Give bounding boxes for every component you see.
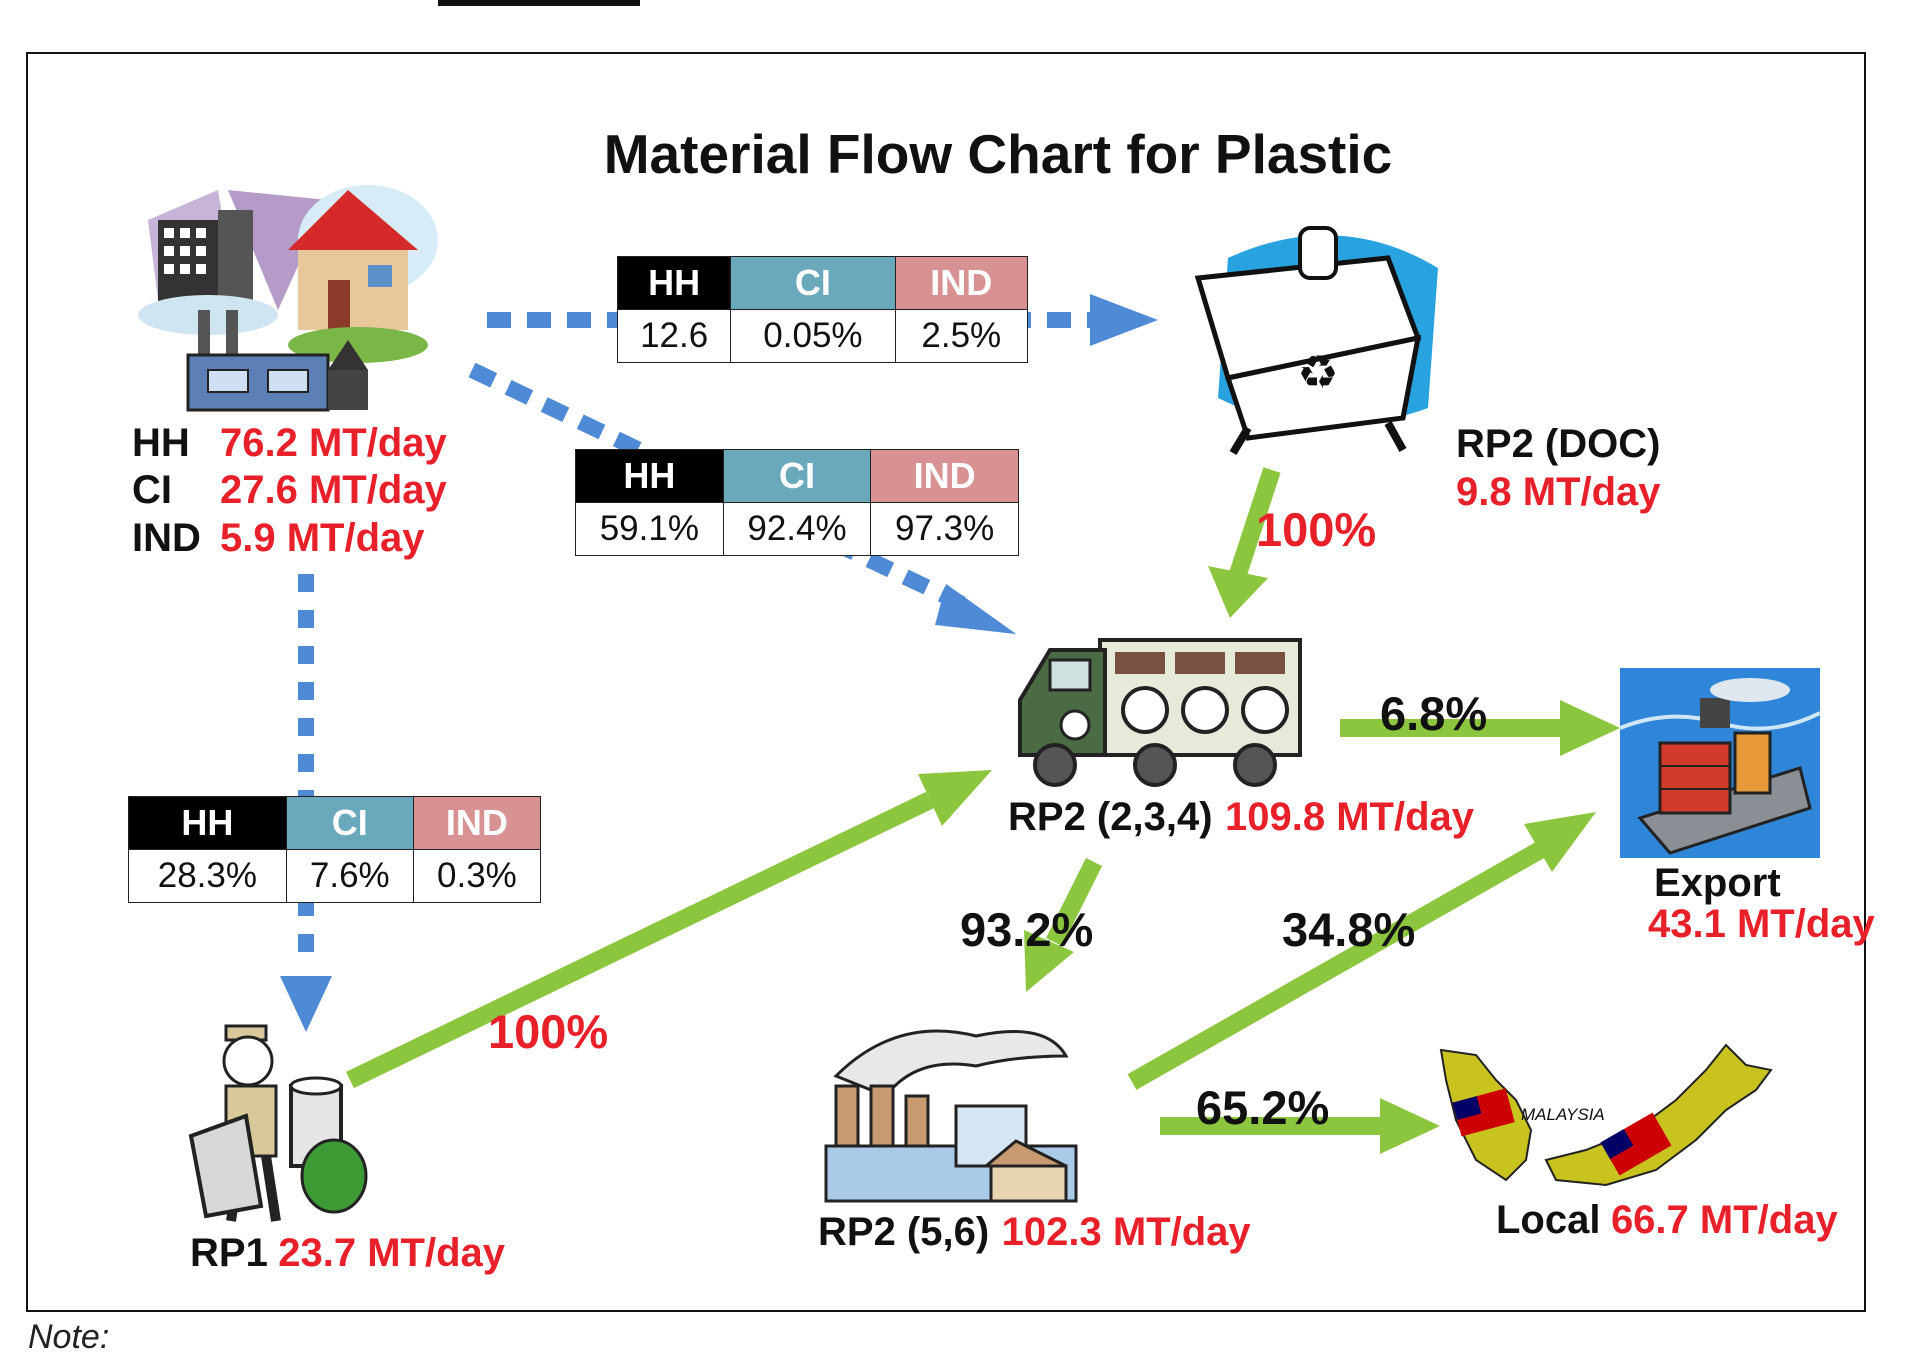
top-cropped-bar	[438, 0, 640, 6]
rp1-caption: RP1 23.7 MT/day	[190, 1233, 505, 1273]
export-value: 43.1 MT/day	[1648, 902, 1875, 946]
table-header-ci: CI	[285, 796, 414, 850]
rp2-56-caption: RP2 (5,6) 102.3 MT/day	[818, 1212, 1251, 1252]
rp2-234-caption: RP2 (2,3,4) 109.8 MT/day	[1008, 797, 1474, 837]
table-cell-hh: 12.6	[616, 309, 732, 363]
arrow-rp2-234-to-rp2-56	[1024, 857, 1103, 992]
flow-rp2-234-to-rp2-56-pct: 93.2%	[960, 903, 1094, 956]
arrow-rp2-234-to-export	[1340, 700, 1620, 756]
table-cell-ci: 92.4%	[722, 502, 872, 556]
collector-worker-illustration	[188, 1024, 368, 1222]
flow-rp1-to-rp2-234-pct: 100%	[488, 1005, 609, 1058]
table-cell-ind: 2.5%	[894, 309, 1029, 363]
source-hh-label: HH	[132, 421, 190, 465]
table-header-hh: HH	[575, 449, 724, 503]
svg-text:♻: ♻	[1297, 346, 1338, 398]
rp2-56-value: 102.3 MT/day	[1001, 1210, 1251, 1254]
arrow-doc-to-rp2-234	[1208, 467, 1281, 618]
rp1-value: 23.7 MT/day	[278, 1231, 506, 1275]
arrow-rp2-56-to-export	[1127, 812, 1596, 1090]
table-header-ind: IND	[894, 256, 1029, 310]
flow-doc-to-rp2-234-pct: 100%	[1256, 503, 1377, 556]
source-ci-value: 27.6 MT/day	[220, 468, 447, 512]
export-label: Export	[1654, 861, 1781, 905]
table-header-hh: HH	[128, 796, 287, 850]
local-label: Local	[1496, 1198, 1601, 1242]
source-ci-label: CI	[132, 468, 172, 512]
share-table-to-rp1: HH CI IND 28.3% 7.6% 0.3%	[128, 796, 542, 903]
factory-illustration	[824, 1029, 1078, 1203]
source-ind-label: IND	[132, 516, 201, 560]
table-cell-ind: 97.3%	[870, 502, 1019, 556]
recycling-truck-illustration	[1018, 638, 1302, 787]
table-header-hh: HH	[616, 256, 732, 310]
flag-icon-left	[1452, 1088, 1515, 1137]
rp2-doc-label: RP2 (DOC)	[1456, 422, 1661, 466]
rp2-234-value: 109.8 MT/day	[1224, 795, 1474, 839]
table-header-ind: IND	[412, 796, 542, 850]
share-table-to-rp2-234: HH CI IND 59.1% 92.4% 97.3%	[575, 449, 1019, 556]
source-hh-value: 76.2 MT/day	[220, 421, 447, 465]
footnote-label: Note:	[28, 1318, 110, 1356]
table-header-ind: IND	[870, 449, 1019, 503]
arrow-rp2-56-to-local	[1160, 1098, 1440, 1154]
local-value: 66.7 MT/day	[1610, 1198, 1838, 1242]
rp2-234-label: RP2 (2,3,4)	[1008, 795, 1213, 839]
flag-icon-right	[1600, 1112, 1672, 1176]
local-caption: Local 66.7 MT/day	[1496, 1200, 1838, 1240]
diagram-title: Material Flow Chart for Plastic	[603, 123, 1393, 185]
sources-illustration	[138, 185, 438, 412]
rp2-doc-value: 9.8 MT/day	[1456, 470, 1661, 514]
flow-rp2-56-to-local-pct: 65.2%	[1196, 1081, 1330, 1134]
share-table-to-doc: HH CI IND 12.6 0.05% 2.5%	[616, 256, 1029, 363]
flow-rp2-56-to-export-pct: 34.8%	[1282, 903, 1416, 956]
recycle-bin-illustration: ♻	[1194, 226, 1438, 456]
table-cell-ind: 0.3%	[412, 849, 542, 903]
rp1-label: RP1	[190, 1231, 268, 1275]
map-country-label: MALAYSIA	[1521, 1105, 1605, 1124]
source-ind-value: 5.9 MT/day	[220, 516, 425, 560]
export-ship-illustration	[1620, 668, 1820, 858]
table-cell-ci: 0.05%	[730, 309, 896, 363]
table-cell-ci: 7.6%	[285, 849, 414, 903]
arrow-sources-to-rp2-234	[468, 362, 1016, 634]
diagram-frame	[26, 52, 1866, 1312]
table-header-ci: CI	[722, 449, 872, 503]
table-cell-hh: 28.3%	[128, 849, 287, 903]
rp2-56-label: RP2 (5,6)	[818, 1210, 990, 1254]
table-header-ci: CI	[730, 256, 896, 310]
arrow-rp1-to-rp2-234	[346, 770, 992, 1089]
table-cell-hh: 59.1%	[575, 502, 724, 556]
flow-rp2-234-to-export-pct: 6.8%	[1380, 687, 1488, 740]
malaysia-map-illustration: MALAYSIA	[1439, 1043, 1773, 1187]
